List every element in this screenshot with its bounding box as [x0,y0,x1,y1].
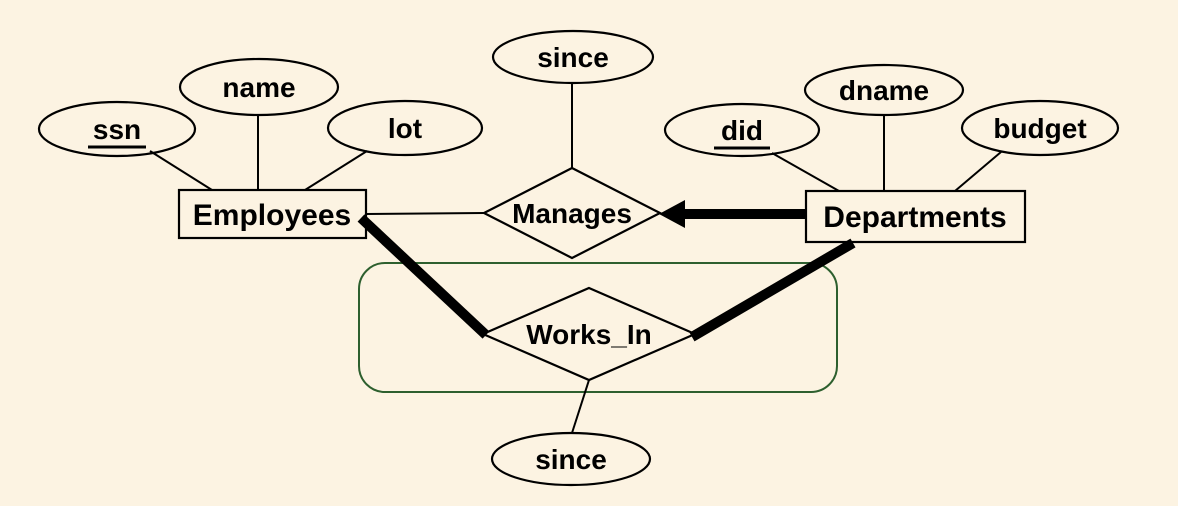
thick-link-employees-works-in [357,214,490,339]
ssn-label: ssn [93,114,141,145]
manages-label: Manages [512,198,632,229]
since-manages-ellipse [491,29,655,85]
budget-label: budget [993,113,1086,144]
connector-employees-manages [365,212,485,215]
connector-budget-departments [954,151,1002,192]
attribute-lot: lot [326,99,484,157]
connector-lot-employees [304,150,368,191]
attribute-did: did [663,102,821,158]
connector-did-departments [771,152,840,192]
dname-label: dname [839,75,929,106]
entity-employees [177,188,368,240]
since-works-in-label: since [535,444,607,475]
relationship-manages [481,166,663,260]
employees-rect [177,188,368,240]
relationship-works-in [480,286,698,382]
arrow-departments-manages [659,200,806,228]
attribute-since-works-in: since [490,431,652,487]
did-ellipse [663,102,821,158]
arrow-head-icon [659,200,685,228]
thin-connectors [149,83,1002,434]
thick-link-departments-works-in [689,238,856,342]
employees-label: Employees [193,199,351,232]
thick-connectors [357,200,856,342]
attribute-since-manages: since [491,29,655,85]
lot-ellipse [326,99,484,157]
departments-label: Departments [823,201,1006,234]
budget-ellipse [960,99,1120,157]
works-in-diamond [480,286,698,382]
attribute-dname: dname [803,63,965,117]
works-in-label: Works_In [526,319,652,350]
did-label: did [721,115,763,146]
since-works-in-ellipse [490,431,652,487]
ssn-ellipse [37,100,197,158]
name-label: name [222,72,295,103]
attribute-name: name [178,57,340,117]
lot-label: lot [388,113,422,144]
connector-works-in-since [571,379,590,434]
name-ellipse [178,57,340,117]
dname-ellipse [803,63,965,117]
manages-diamond [481,166,663,260]
attribute-ssn: ssn [37,100,197,158]
attribute-budget: budget [960,99,1120,157]
works-in-group-box [358,262,838,393]
connector-ssn-employees [149,150,213,191]
since-manages-label: since [537,42,609,73]
